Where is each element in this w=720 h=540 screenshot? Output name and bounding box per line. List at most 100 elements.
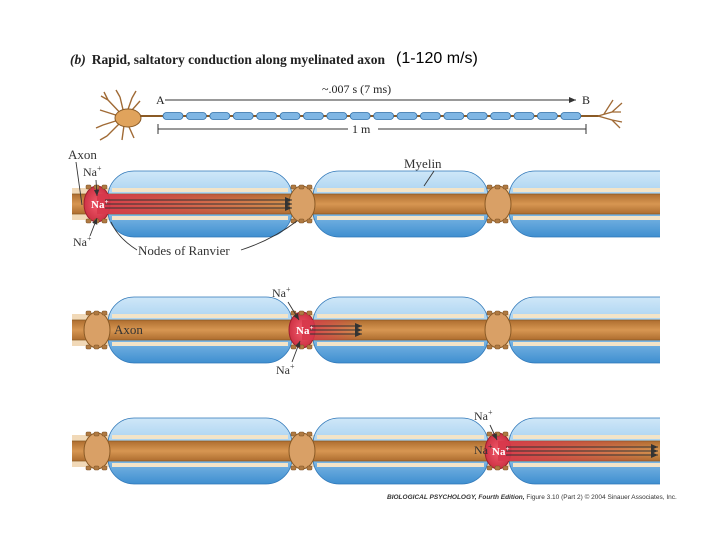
- ion-channel: [85, 184, 92, 190]
- ion-channel: [85, 310, 92, 316]
- myelin-inner-layer: [513, 314, 696, 318]
- ion-channel: [306, 310, 313, 316]
- axon-label-top: Axon: [68, 147, 97, 162]
- overview-myelin-segment: [162, 112, 184, 120]
- myelin-inner-layer: [112, 314, 288, 318]
- ion-channel: [93, 310, 100, 316]
- myelin-inner-layer: [112, 188, 288, 192]
- ion-channel: [101, 344, 108, 350]
- myelin-inner-layer: [513, 216, 696, 220]
- overview-myelin-segment: [513, 112, 535, 120]
- overview-myelin-segment: [209, 112, 231, 120]
- panel-2-labels: Axon Na+ Na+: [114, 285, 301, 377]
- ion-channel: [494, 431, 501, 437]
- ion-channel: [101, 218, 108, 224]
- na-ion-active-plus: +: [505, 445, 509, 453]
- conduction-speed-label: (1-120 m/s): [396, 50, 478, 67]
- overview-myelin-segment: [326, 112, 348, 120]
- node-of-ranvier: [484, 311, 512, 349]
- na-influx-arrow-bottom-2: [291, 340, 301, 363]
- ion-channel: [298, 218, 305, 224]
- overview-myelin-segment: [279, 112, 301, 120]
- myelin-inner-layer: [317, 314, 484, 318]
- ion-channel: [298, 344, 305, 350]
- point-b-label: B: [582, 93, 590, 107]
- neuron-soma: [114, 108, 142, 128]
- overview-myelin-segment: [443, 112, 465, 120]
- point-a-label: A: [156, 93, 165, 107]
- myelin-inner-layer: [112, 342, 288, 346]
- myelin-inner-layer: [317, 435, 484, 439]
- panel-clip-mask: [660, 411, 720, 491]
- distance-label-bg: [348, 121, 378, 135]
- myelin-inner-layer: [112, 216, 288, 220]
- na-ion-bottom-2: Na+: [276, 362, 295, 377]
- panel-clip-mask: [660, 164, 720, 244]
- credit-book: BIOLOGICAL PSYCHOLOGY, Fourth Edition,: [387, 494, 525, 501]
- conduction-panel-1: Na+: [72, 164, 720, 244]
- node-of-ranvier: [484, 185, 512, 223]
- na-ion-active-label: Na+: [91, 198, 108, 211]
- overview-myelin-segment: [537, 112, 558, 120]
- figure-title: (b) Rapid, saltatory conduction along mye…: [70, 52, 385, 68]
- distance-label: 1 m: [352, 122, 371, 136]
- myelin-inner-layer: [317, 342, 484, 346]
- conduction-panel-3: Na+: [72, 411, 720, 491]
- myelin-leader-line: [423, 170, 435, 187]
- node-leader-line-2: [240, 220, 298, 251]
- overview-neuron: A B ~.007 s (7 ms) 1 m: [95, 82, 623, 141]
- credit-copyright: © 2004 Sinauer Associates, Inc.: [584, 494, 677, 501]
- na-ion-active-plus: +: [309, 324, 313, 332]
- myelin-inner-layer: [513, 463, 696, 467]
- ion-channel: [502, 310, 509, 316]
- node-of-ranvier: [83, 311, 111, 349]
- myelin-inner-layer: [317, 463, 484, 467]
- ion-channel: [298, 431, 305, 437]
- ion-channel: [486, 465, 493, 471]
- figure-part-label: (b): [70, 52, 86, 67]
- ion-channel: [486, 218, 493, 224]
- ion-channel: [85, 465, 92, 471]
- ion-channel: [93, 431, 100, 437]
- node-of-ranvier: [83, 432, 111, 470]
- ion-channel: [502, 465, 509, 471]
- panel-1-labels: Axon Na+ Na+ Myelin Nodes of Ranvier: [68, 147, 442, 258]
- myelin-label: Myelin: [404, 156, 442, 171]
- time-label: ~.007 s (7 ms): [322, 82, 391, 96]
- na-ion-bottom-1: Na+: [73, 234, 92, 249]
- ion-channel: [502, 218, 509, 224]
- panel-clip-mask: [660, 290, 720, 370]
- ion-channel: [298, 310, 305, 316]
- overview-myelin-segment: [560, 112, 582, 120]
- overview-myelin-segment: [419, 112, 441, 120]
- ion-channel: [85, 344, 92, 350]
- ion-channel: [101, 310, 108, 316]
- ion-channel: [494, 184, 501, 190]
- ion-channel: [502, 344, 509, 350]
- ion-channel: [290, 218, 297, 224]
- na-ion-top-2: Na+: [272, 285, 291, 300]
- axon-core: [72, 320, 660, 340]
- credit-figure: Figure 3.10 (Part 2): [526, 494, 583, 501]
- overview-myelin-segment: [349, 112, 371, 120]
- ion-channel: [306, 431, 313, 437]
- myelin-inner-layer: [513, 435, 696, 439]
- figure-credit: BIOLOGICAL PSYCHOLOGY, Fourth Edition, F…: [387, 494, 677, 501]
- ion-channel: [494, 218, 501, 224]
- myelin-inner-layer: [513, 342, 696, 346]
- ion-channel: [502, 184, 509, 190]
- ion-channel: [306, 218, 313, 224]
- ion-channel: [494, 344, 501, 350]
- overview-myelin-segment: [490, 112, 512, 120]
- overview-myelin-segment: [466, 112, 488, 120]
- ion-channel: [298, 465, 305, 471]
- ion-channel: [494, 310, 501, 316]
- ion-channel: [101, 431, 108, 437]
- ion-channel: [502, 431, 509, 437]
- figure-title-text: Rapid, saltatory conduction along myelin…: [91, 52, 386, 67]
- ion-channel: [85, 431, 92, 437]
- node-of-ranvier: [288, 185, 316, 223]
- na-influx-arrow-top-3: [489, 424, 498, 441]
